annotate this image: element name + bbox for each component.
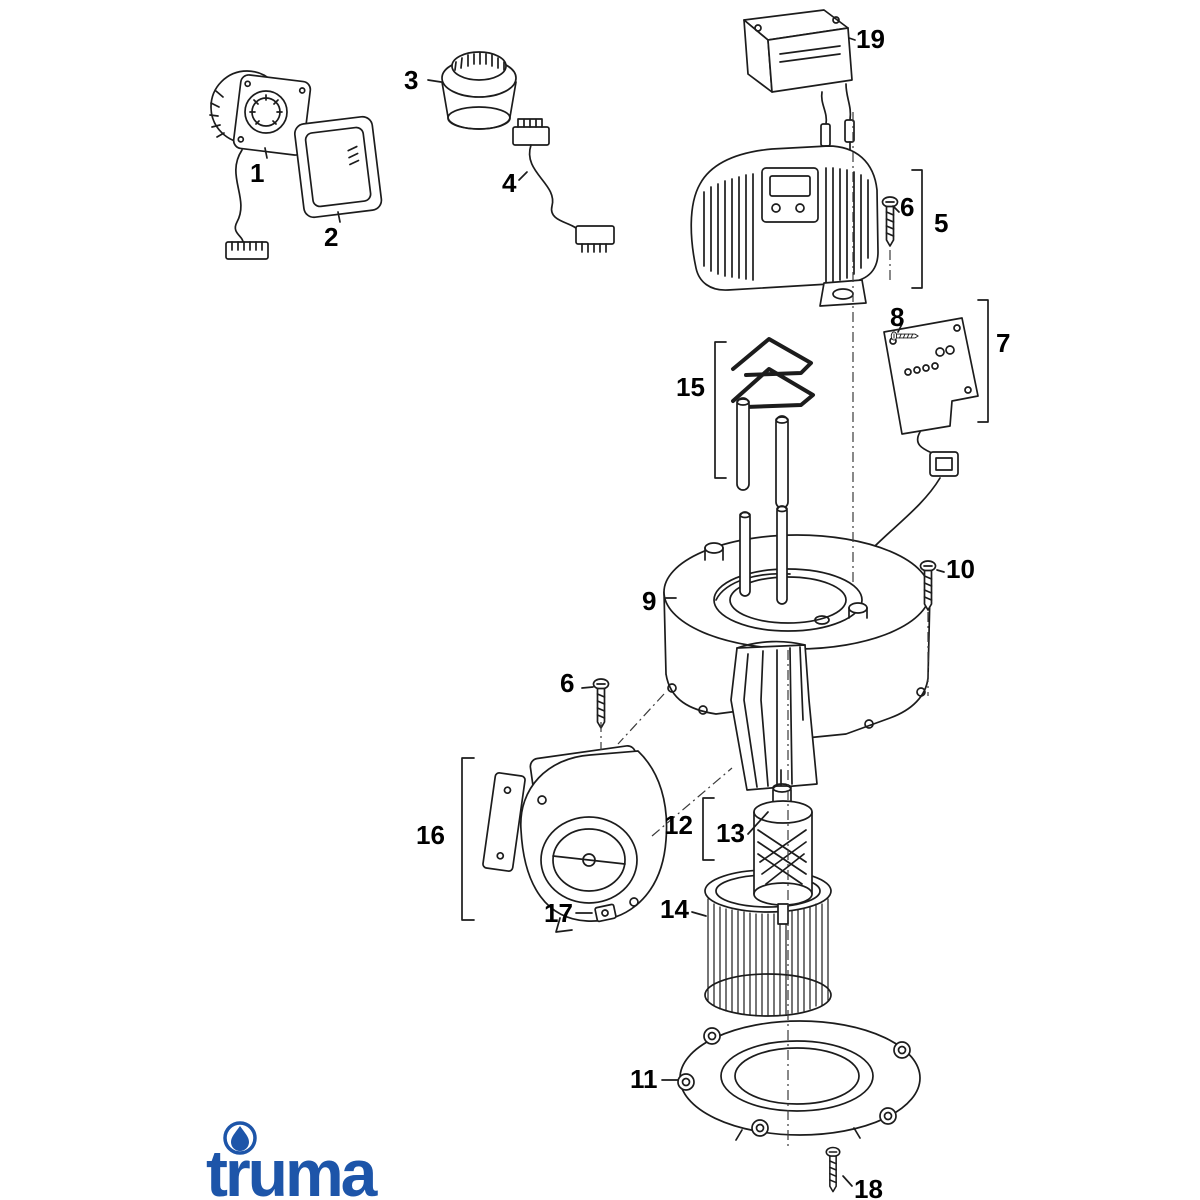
screw-6-upper-drawing	[881, 196, 899, 247]
callout-label-10: 10	[946, 554, 975, 584]
bracket-12	[702, 797, 715, 861]
callout-label-6b: 6	[560, 668, 575, 698]
part-14-blower-wheel-drawing	[704, 869, 832, 1017]
callout-label-18: 18	[854, 1174, 883, 1200]
bracket-16	[461, 757, 475, 921]
flame-ring	[223, 1121, 257, 1155]
callout-label-6a: 6	[900, 192, 915, 222]
logo-text: truma	[206, 1136, 379, 1200]
part-15-clips-drawing	[731, 337, 815, 509]
callout-label-16: 16	[416, 820, 445, 850]
part-17-clip-drawing	[594, 903, 617, 923]
center-lines	[600, 112, 929, 1146]
part-19-transformer-drawing	[743, 9, 855, 159]
callout-label-5: 5	[934, 208, 949, 238]
part-3-knob-drawing	[441, 51, 517, 130]
callout-label-9: 9	[642, 586, 657, 616]
callout-label-19: 19	[856, 24, 885, 54]
callout-label-11: 11	[630, 1064, 658, 1094]
part-1-control-unit-drawing	[209, 70, 312, 260]
callout-leader-lines	[264, 37, 945, 1187]
bracket-5	[911, 169, 923, 289]
bracket-7	[977, 299, 989, 423]
callout-label-13: 13	[716, 818, 745, 848]
screw-18-drawing	[825, 1146, 841, 1193]
part-9-fan-housing-drawing	[663, 505, 931, 791]
callout-label-15: 15	[676, 372, 705, 402]
callout-label-1: 1	[250, 158, 265, 188]
callout-label-8: 8	[890, 302, 905, 332]
callout-label-7: 7	[996, 328, 1011, 358]
part-16-blower-unit-drawing	[482, 745, 668, 933]
callout-label-4: 4	[502, 168, 517, 198]
part-5-motor-cover-drawing	[690, 145, 879, 307]
flame-icon	[231, 1126, 249, 1151]
callout-label-2: 2	[324, 222, 339, 252]
part-4-cable-drawing	[512, 118, 615, 253]
callout-label-14: 14	[660, 894, 689, 924]
callout-label-17: 17	[544, 898, 573, 928]
truma-logo: truma	[206, 1121, 382, 1200]
bracket-15	[714, 341, 727, 479]
callout-label-3: 3	[404, 65, 419, 95]
callout-label-12: 12	[664, 810, 693, 840]
part-2-frame-drawing	[293, 115, 383, 219]
part-13-motor-armature-drawing	[753, 769, 813, 925]
part-11-base-plate-drawing	[677, 1020, 921, 1141]
screw-6-lower-drawing	[592, 678, 610, 729]
